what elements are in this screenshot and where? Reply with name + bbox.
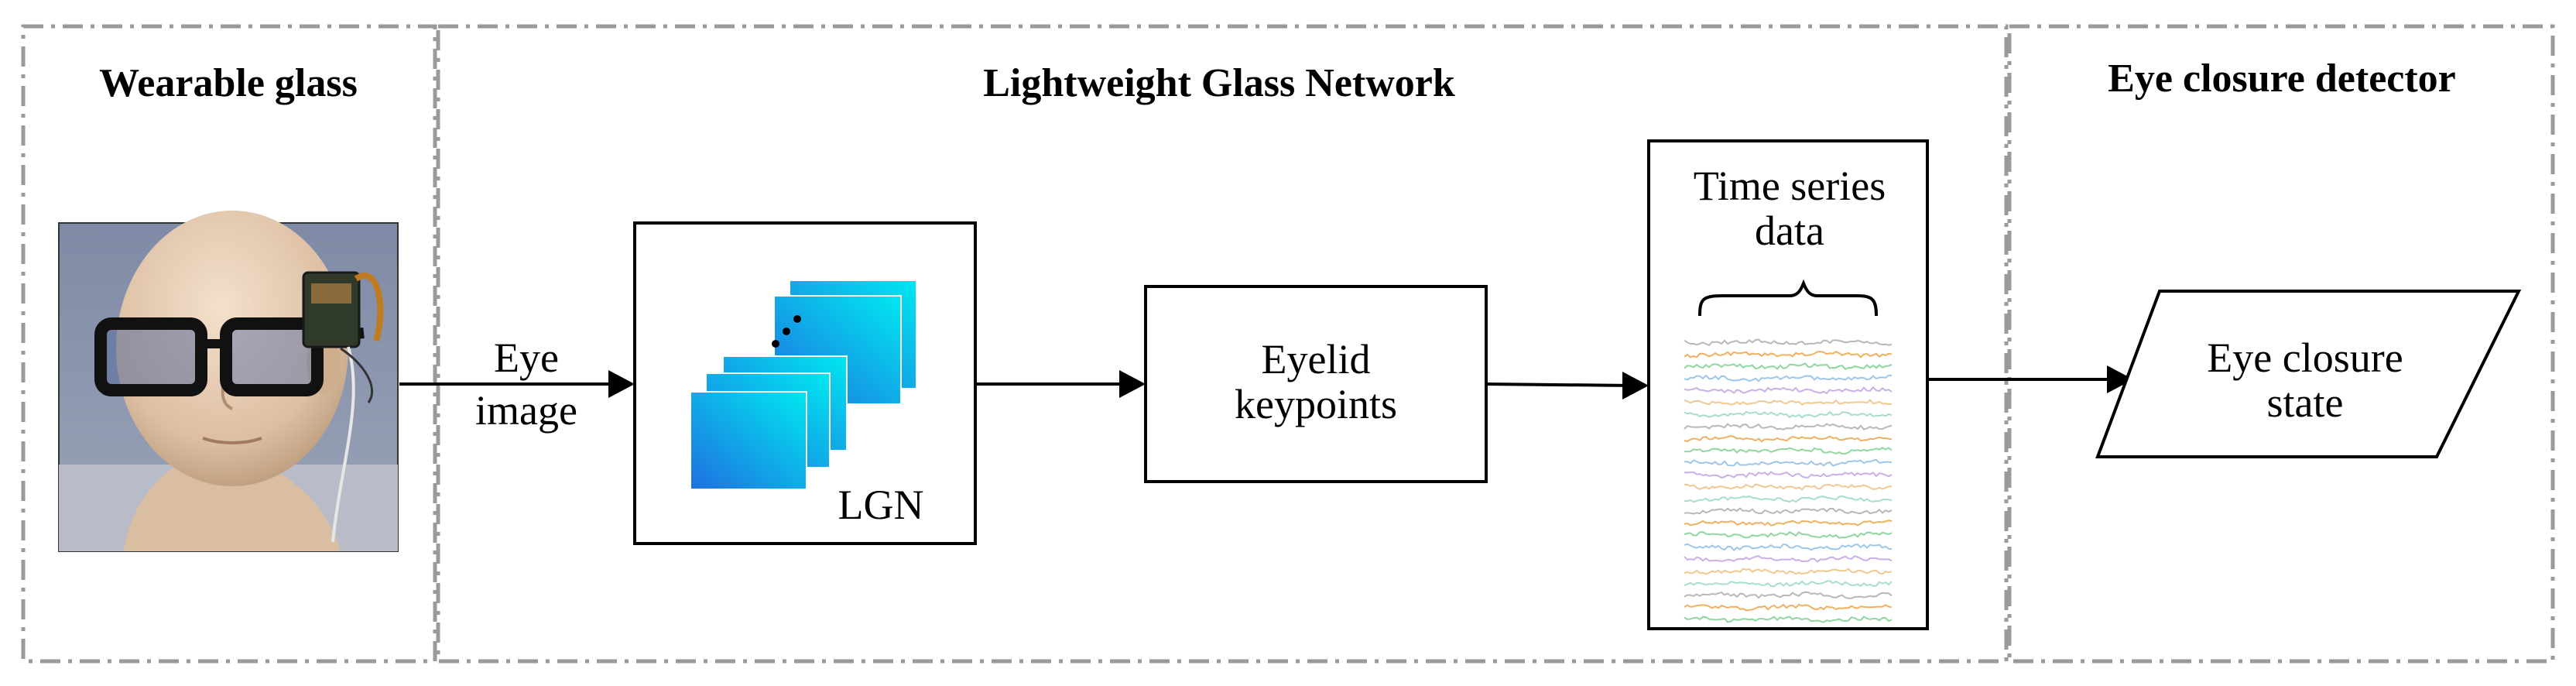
time-series-trace — [1684, 555, 1893, 563]
time-series-trace — [1684, 423, 1893, 430]
time-series-trace — [1684, 495, 1893, 503]
output-label-line1: Eye closure — [2207, 334, 2403, 381]
time-series-trace — [1684, 399, 1893, 406]
input-label-line2: image — [475, 387, 577, 434]
time-series-trace — [1684, 543, 1893, 552]
eye-closure-state-output: Eye closure state — [2095, 290, 2522, 458]
time-series-trace — [1684, 338, 1893, 346]
timeseries-label-line1: Time series — [1694, 163, 1886, 209]
time-series-trace — [1684, 568, 1893, 575]
section-frames — [21, 24, 2555, 664]
input-label-line1: Eye — [494, 334, 559, 381]
time-series-trace — [1684, 471, 1893, 479]
arrow-keypoints-to-timeseries — [1485, 382, 1634, 387]
ellipsis-dot — [793, 315, 801, 323]
ellipsis-dot — [772, 340, 779, 348]
time-series-trace — [1684, 580, 1893, 588]
time-series-trace — [1684, 410, 1893, 419]
network-section-frame — [436, 24, 2009, 664]
time-series-trace — [1684, 458, 1893, 467]
time-series-trace — [1684, 351, 1893, 358]
lgn-label: LGN — [838, 482, 924, 528]
lgn-block: LGN — [633, 221, 977, 545]
time-series-trace — [1684, 616, 1893, 623]
wearable-section-frame — [21, 24, 437, 664]
time-series-trace — [1684, 603, 1893, 612]
output-label-line2: state — [2267, 379, 2344, 426]
time-series-trace — [1684, 507, 1893, 515]
detector-section-frame — [2007, 24, 2555, 664]
time-series-block: Time series data — [1647, 139, 1929, 630]
time-series-trace — [1684, 591, 1893, 599]
time-series-trace — [1684, 531, 1893, 539]
eyelid-keypoints-block: Eyelid keypoints — [1144, 285, 1488, 483]
time-series-trace — [1684, 386, 1893, 395]
time-series-trace — [1684, 520, 1893, 527]
keypoints-label-line2: keypoints — [1235, 381, 1397, 427]
time-series-trace — [1684, 483, 1893, 491]
time-series-trace — [1684, 434, 1893, 443]
wearable-section-title: Wearable glass — [99, 61, 358, 105]
keypoints-label-line1: Eyelid — [1262, 336, 1371, 382]
mannequin-with-wearable-glasses-photo — [58, 211, 399, 552]
time-series-trace — [1684, 447, 1893, 455]
detector-section-title: Eye closure detector — [2108, 57, 2456, 101]
time-series-trace — [1684, 374, 1893, 382]
time-window-brace — [1698, 279, 1878, 317]
time-series-trace — [1684, 362, 1893, 371]
ellipsis-dot — [783, 328, 790, 335]
feature-layer — [690, 391, 807, 490]
time-series-traces — [1684, 338, 1893, 623]
network-section-title: Lightweight Glass Network — [983, 61, 1455, 105]
timeseries-label-line2: data — [1755, 208, 1824, 254]
feature-layer-stack — [690, 280, 917, 490]
